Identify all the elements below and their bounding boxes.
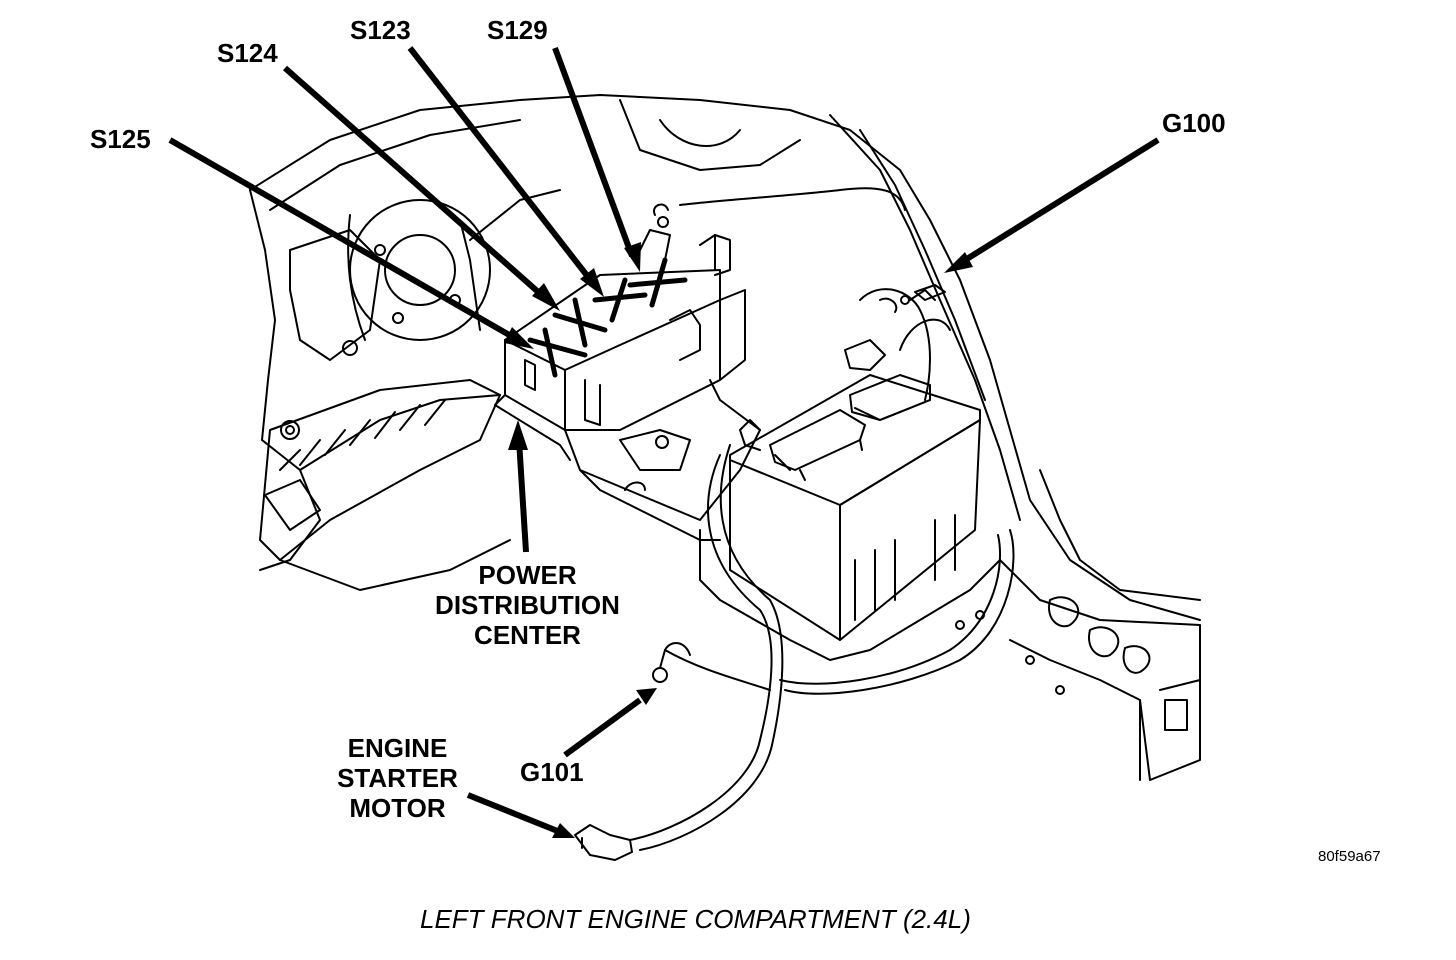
leader-s125: [168, 137, 520, 343]
battery: [729, 339, 981, 641]
label-g100: G100: [1162, 108, 1226, 138]
g100-ground-stud: [900, 284, 946, 305]
power-distribution-center: [494, 203, 746, 461]
leader-g101: [563, 697, 642, 758]
arrowhead-pdc: [508, 420, 528, 450]
strut-mount: [347, 199, 491, 341]
right-body-frame: [955, 469, 1201, 781]
figure-reference: 80f59a67: [1318, 848, 1381, 865]
label-s129: S129: [487, 15, 548, 45]
pdc-line-2: DISTRIBUTION: [435, 590, 620, 620]
starter-motor-connector: [574, 824, 633, 861]
splice-mark-s129: [627, 257, 688, 308]
leader-lines: [168, 46, 1160, 835]
arrowhead-s124: [532, 283, 560, 311]
splice-marks: [527, 257, 688, 378]
battery-tray: [564, 379, 1001, 661]
arrowhead-g101: [636, 688, 657, 705]
frame-rail: [259, 340, 511, 591]
leader-pdc: [516, 439, 529, 553]
splice-mark-s124: [552, 297, 608, 348]
leader-s123: [407, 46, 595, 284]
starter-line-2: STARTER: [337, 763, 458, 793]
pdc-line-1: POWER: [478, 560, 577, 590]
arrowhead-starter: [552, 823, 575, 838]
arrowhead-g100: [944, 252, 973, 273]
leader-arrowheads: [504, 242, 973, 838]
label-power-distribution-center: POWER DISTRIBUTION CENTER: [425, 560, 630, 650]
leader-g100: [960, 137, 1160, 265]
starter-line-3: MOTOR: [349, 793, 446, 823]
figure-caption: LEFT FRONT ENGINE COMPARTMENT (2.4L): [420, 904, 971, 934]
label-engine-starter-motor: ENGINE STARTER MOTOR: [325, 733, 470, 823]
label-s123: S123: [350, 15, 411, 45]
label-s124: S124: [217, 38, 278, 68]
battery-cables: [629, 187, 1015, 851]
leader-s124: [283, 65, 547, 301]
label-g101: G101: [520, 757, 584, 787]
fender-structure: [249, 94, 1201, 621]
pdc-line-3: CENTER: [474, 620, 581, 650]
label-s125: S125: [90, 124, 151, 154]
arrowhead-s129: [624, 242, 641, 272]
leader-s129: [552, 46, 635, 258]
leader-starter: [466, 792, 562, 835]
g101-ring-terminal: [652, 649, 668, 683]
splice-mark-s125: [527, 327, 588, 378]
splice-mark-s123: [592, 277, 648, 323]
arrowhead-s123: [580, 268, 604, 297]
starter-line-1: ENGINE: [347, 733, 448, 763]
arrowhead-s125: [504, 327, 534, 349]
